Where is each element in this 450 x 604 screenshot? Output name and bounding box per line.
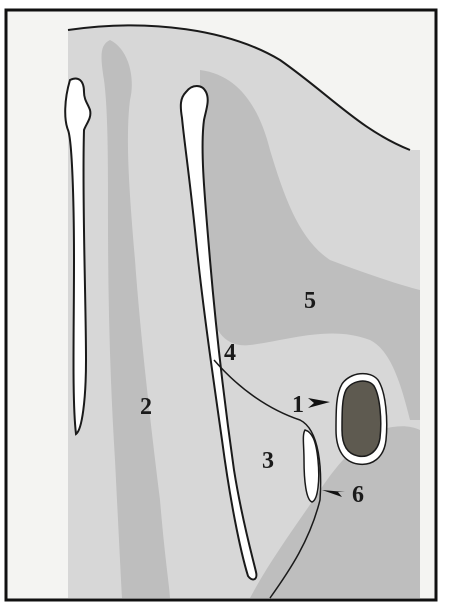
- label-1: 1: [292, 392, 304, 418]
- label-4: 4: [224, 340, 236, 366]
- nodule-1: [342, 381, 381, 456]
- label-3: 3: [262, 448, 274, 474]
- label-2: 2: [140, 394, 152, 420]
- label-6: 6: [352, 482, 364, 508]
- label-5: 5: [304, 288, 316, 314]
